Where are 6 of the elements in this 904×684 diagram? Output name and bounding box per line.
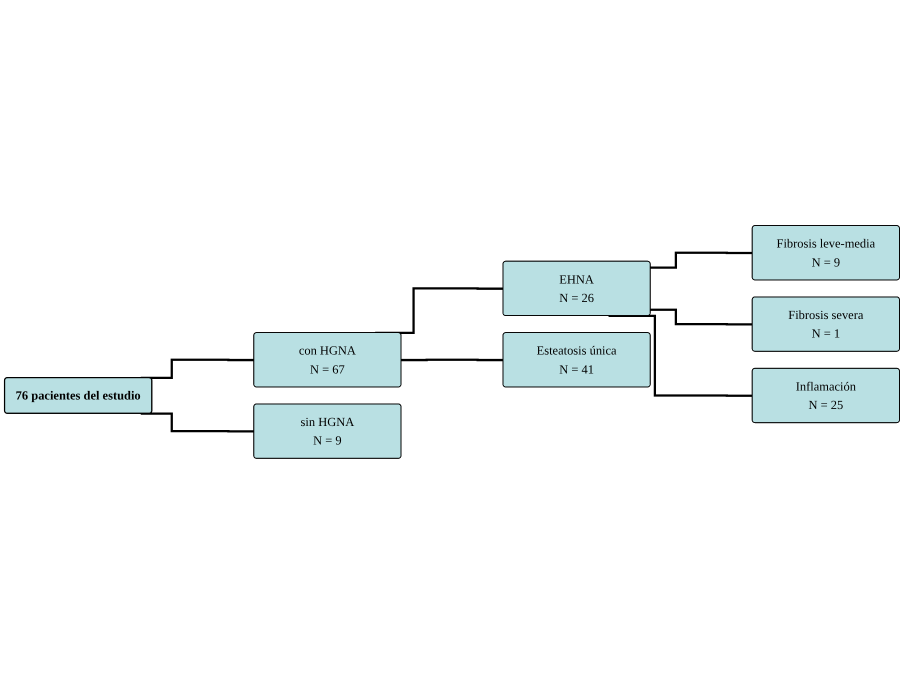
connector bbox=[608, 314, 752, 397]
connector bbox=[140, 412, 254, 433]
connector bbox=[650, 252, 752, 269]
connector bbox=[401, 358, 504, 362]
connector bbox=[375, 287, 504, 334]
connector bbox=[650, 308, 752, 326]
